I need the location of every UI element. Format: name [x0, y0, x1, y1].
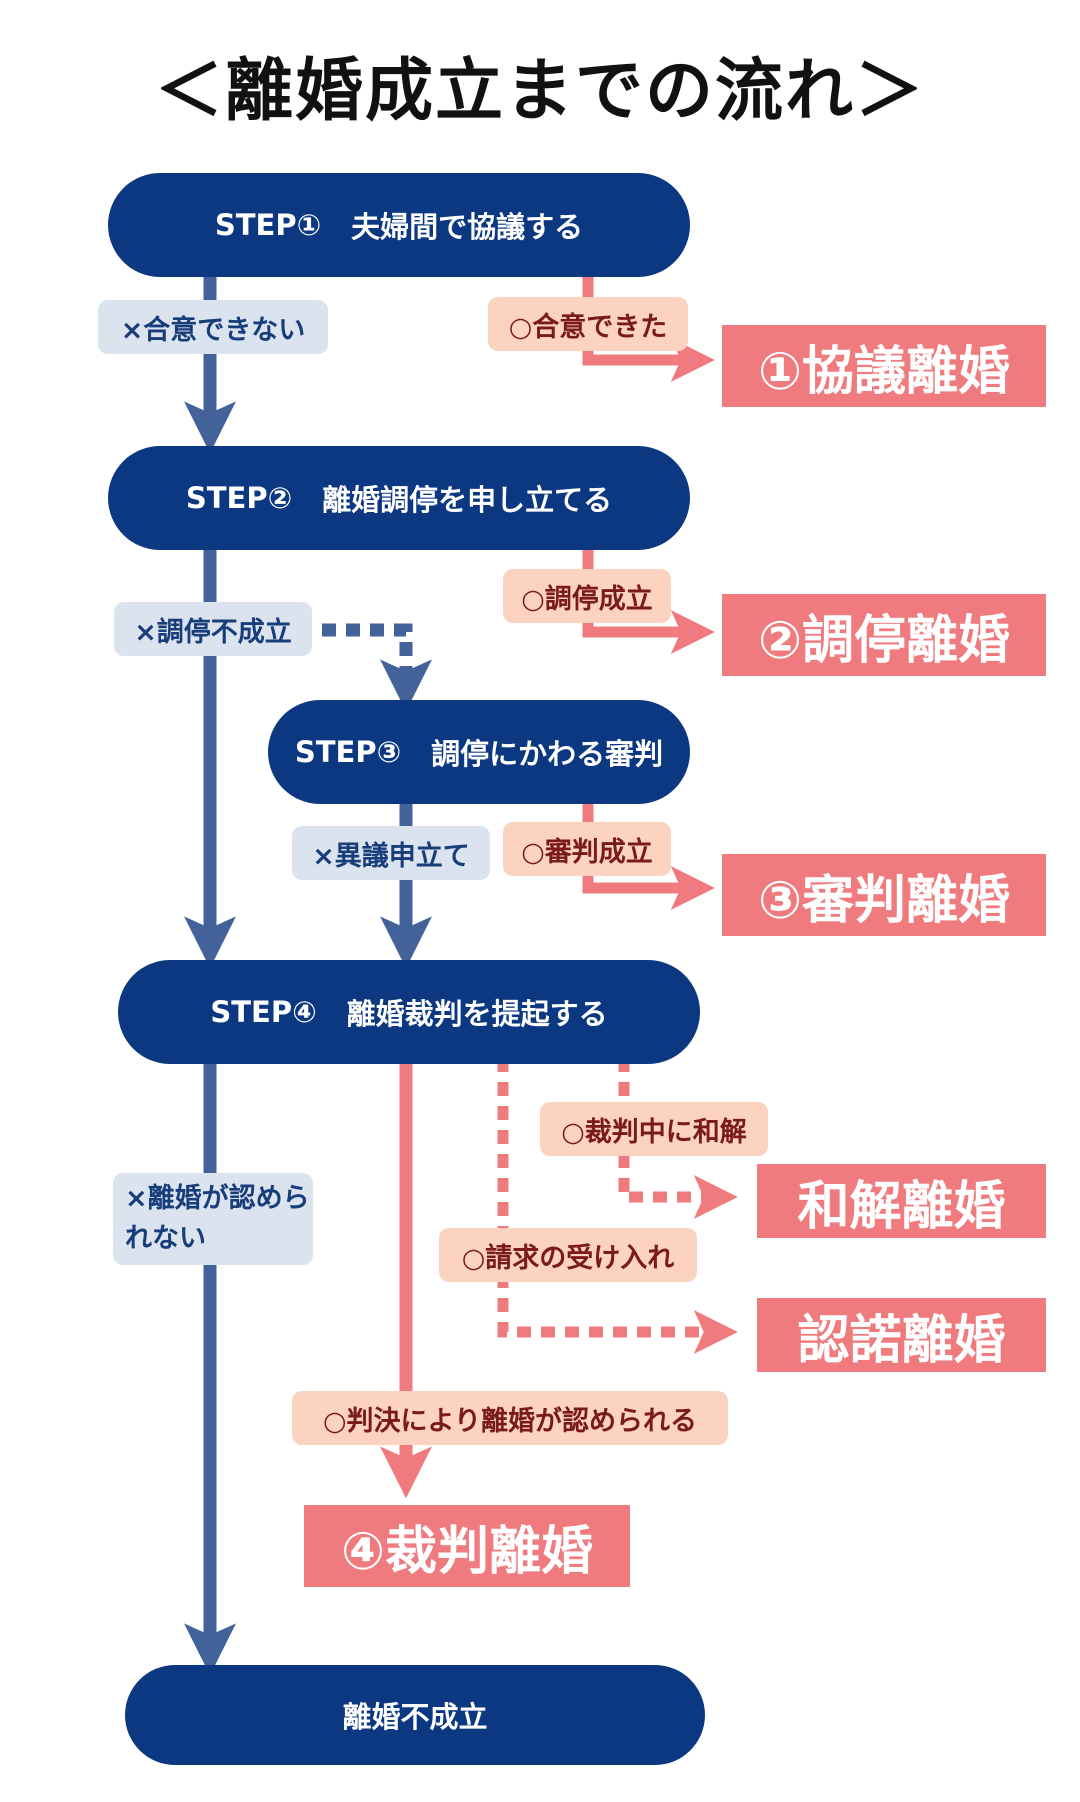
result-saiban-rikon: ④裁判離婚 — [304, 1505, 630, 1587]
step2-box: STEP② 離婚調停を申し立てる — [108, 446, 690, 550]
no-label-4: ×離婚が認められない — [113, 1173, 313, 1265]
step3-text: 調停にかわる審判 — [431, 737, 664, 771]
step1-box: STEP① 夫婦間で協議する — [108, 173, 690, 277]
arrow-step4-to-result5 — [497, 1058, 712, 1338]
fail-text: 離婚不成立 — [342, 1700, 488, 1734]
result-wakai-rikon: 和解離婚 — [757, 1164, 1046, 1238]
yes-label-1: ○合意できた — [488, 297, 688, 351]
yes-label-4: ○裁判中に和解 — [540, 1102, 768, 1156]
step3-number: STEP③ — [294, 735, 402, 769]
result-kyogi-rikon: ①協議離婚 — [722, 325, 1046, 407]
result-ninaku-rikon: 認諾離婚 — [757, 1298, 1046, 1372]
step4-number: STEP④ — [210, 995, 317, 1029]
step2-number: STEP② — [185, 481, 293, 515]
step1-text: 夫婦間で協議する — [351, 210, 584, 244]
page-title: ＜離婚成立までの流れ＞ — [154, 52, 925, 131]
fail-box: 離婚不成立 — [125, 1665, 705, 1765]
step4-box: STEP④ 離婚裁判を提起する — [118, 960, 700, 1064]
step3-box: STEP③ 調停にかわる審判 — [268, 700, 690, 804]
yes-label-6: ○判決により離婚が認められる — [292, 1391, 728, 1445]
result-chotei-rikon: ②調停離婚 — [722, 594, 1046, 676]
yes-label-5: ○請求の受け入れ — [439, 1228, 697, 1282]
step1-number: STEP① — [214, 208, 322, 242]
yes-label-2: ○調停成立 — [503, 569, 671, 623]
no-label-1: ×合意できない — [98, 300, 328, 354]
step4-text: 離婚裁判を提起する — [346, 997, 608, 1031]
no-label-2: ×調停不成立 — [114, 602, 312, 656]
arrow-step2-to-step3 — [322, 623, 413, 685]
no-label-3: ×異議申立て — [292, 826, 490, 880]
yes-label-3: ○審判成立 — [503, 822, 671, 876]
arrow-step4-to-result4 — [618, 1058, 712, 1203]
result-shinpan-rikon: ③審判離婚 — [722, 854, 1046, 936]
step2-text: 離婚調停を申し立てる — [322, 483, 613, 517]
